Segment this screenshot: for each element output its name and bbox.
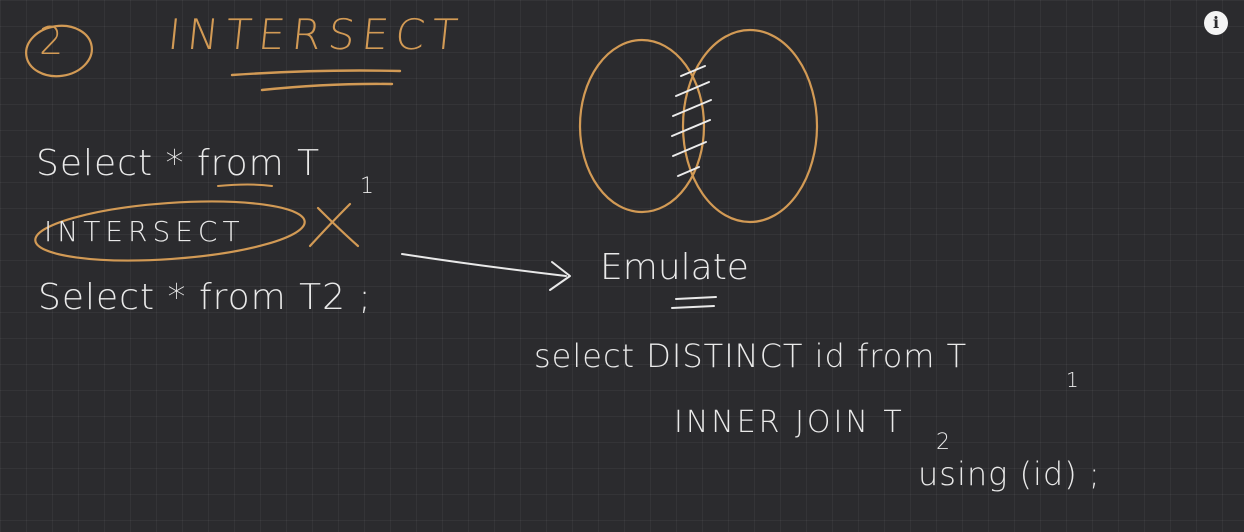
query-line-select-t1-subscript: 1: [360, 174, 374, 199]
cross-mark-2: [316, 206, 360, 248]
from-underline: [217, 183, 273, 187]
cross-mark: [308, 202, 352, 248]
query-line-select-t2: Select * from T2 ;: [38, 277, 372, 318]
emulate-underline-1: [675, 296, 717, 300]
number-circle: [25, 24, 93, 78]
emulate-underline-2: [671, 305, 715, 309]
arrow-to-emulate: [401, 253, 567, 277]
page-title: INTERSECT: [165, 10, 467, 59]
query-line-select-t1: Select * from T: [36, 143, 321, 184]
title-underline-2: [260, 82, 394, 92]
venn-circle-right: [681, 28, 819, 224]
venn-circle-left: [578, 38, 706, 214]
emulated-query-line-2-subscript: 2: [936, 430, 950, 455]
info-icon[interactable]: i: [1204, 11, 1228, 35]
emulate-label: Emulate: [600, 247, 749, 288]
arrow-head: [549, 261, 571, 291]
title-underline-1: [230, 69, 402, 77]
venn-hatch-lines: [671, 65, 712, 177]
emulated-query-line-3: using (id) ;: [918, 455, 1101, 493]
emulated-query-line-2: INNER JOIN T: [674, 405, 905, 440]
emulated-query-line-1: select DISTINCT id from T: [534, 337, 968, 375]
query-line-intersect: INTERSECT: [44, 215, 245, 248]
intersect-oval: [34, 200, 306, 262]
emulated-query-line-1-subscript: 1: [1066, 368, 1079, 392]
step-number: 2: [39, 19, 64, 63]
